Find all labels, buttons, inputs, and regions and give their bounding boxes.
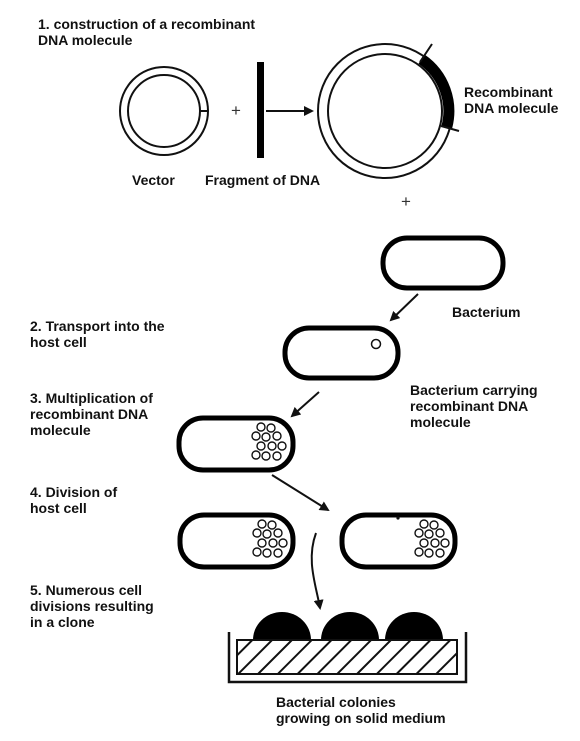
step-3-label: 3. Multiplication of recombinant DNA mol… <box>30 390 153 438</box>
step-3-line-3: molecule <box>30 422 91 438</box>
arrow-to-multiplication <box>290 391 320 418</box>
daughter-cell-left <box>177 512 296 570</box>
recombinant-label: Recombinant DNA molecule <box>464 84 558 116</box>
recombinant-line-2: DNA molecule <box>464 100 559 116</box>
culture-dish <box>227 612 468 684</box>
carrying-line-1: Bacterium carrying <box>410 382 538 398</box>
colonies-line-1: Bacterial colonies <box>276 694 396 710</box>
recombinant-line-1: Recombinant <box>464 84 553 100</box>
step-5-line-1: 5. Numerous cell <box>30 582 143 598</box>
bacterium-cell <box>380 235 506 291</box>
colonies-label: Bacterial colonies growing on solid medi… <box>276 694 446 726</box>
step-5-line-3: in a clone <box>30 614 95 630</box>
cell-multiplied-plasmids <box>176 415 296 473</box>
step-2-line-2: host cell <box>30 334 87 350</box>
step-4-line-2: host cell <box>30 500 87 516</box>
arrow-into-host <box>389 293 419 322</box>
step-1-line-1: 1. construction of a recombinant <box>38 16 256 32</box>
step-3-line-1: 3. Multiplication of <box>30 390 153 406</box>
vector-label: Vector <box>132 172 175 188</box>
step-5-label: 5. Numerous cell divisions resulting in … <box>30 582 154 630</box>
step-2-line-1: 2. Transport into the <box>30 318 165 334</box>
step-5-line-2: divisions resulting <box>30 598 154 614</box>
bacterium-label: Bacterium <box>452 304 521 320</box>
daughter-cell-right <box>339 512 458 570</box>
step-1-label: 1. construction of a recombinant DNA mol… <box>38 16 255 48</box>
plus-sign-vector: + <box>231 101 241 120</box>
recombinant-plasmid <box>317 43 460 179</box>
vector-plasmid <box>119 66 209 156</box>
carrying-line-2: recombinant DNA <box>410 398 529 414</box>
fragment-label: Fragment of DNA <box>205 172 321 188</box>
colonies-line-2: growing on solid medium <box>276 710 446 726</box>
carrying-label: Bacterium carrying recombinant DNA molec… <box>410 382 538 430</box>
arrow-to-division <box>271 474 330 512</box>
host-cell-with-plasmid <box>282 325 401 381</box>
step-2-label: 2. Transport into the host cell <box>30 318 165 350</box>
step-4-label: 4. Division of host cell <box>30 484 117 516</box>
arrow-to-colonies <box>310 532 324 610</box>
plus-sign-bacterium: + <box>401 192 411 211</box>
step-3-line-2: recombinant DNA <box>30 406 149 422</box>
carrying-line-3: molecule <box>410 414 471 430</box>
step-4-line-1: 4. Division of <box>30 484 118 500</box>
dna-fragment <box>257 62 264 158</box>
step-1-line-2: DNA molecule <box>38 32 133 48</box>
